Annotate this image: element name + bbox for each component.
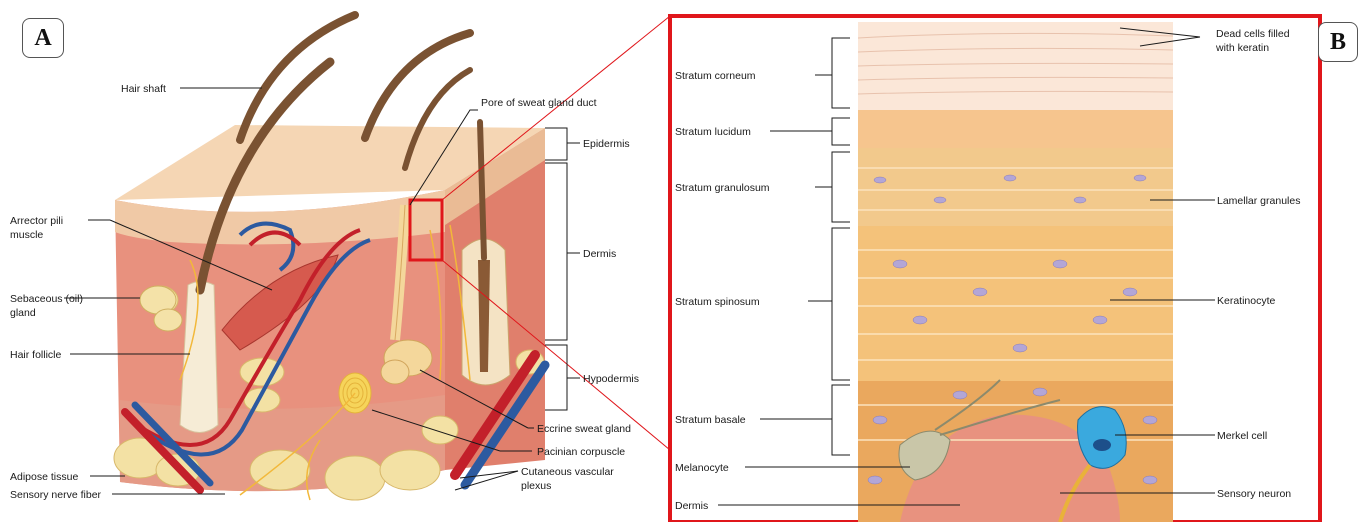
panel-a-brackets — [545, 128, 580, 410]
label-lamellar: Lamellar granules — [1217, 195, 1300, 207]
label-pacinian: Pacinian corpuscle — [537, 446, 625, 458]
label-corneum: Stratum corneum — [675, 70, 756, 82]
layer-granulosum — [858, 148, 1173, 226]
layer-lucidum — [858, 110, 1173, 148]
label-hair-shaft: Hair shaft — [121, 83, 166, 95]
panel-b-badge: B — [1318, 22, 1358, 62]
label-dermis-a: Dermis — [583, 248, 616, 260]
label-arrector-line1: Arrector pili — [10, 215, 63, 227]
label-pore: Pore of sweat gland duct — [481, 97, 597, 109]
label-sebaceous-line1: Sebaceous (oil) — [10, 293, 83, 305]
label-cutaneous-line2: plexus — [521, 480, 551, 492]
label-dead-cells-line1: Dead cells filled — [1216, 28, 1290, 40]
label-hypodermis: Hypodermis — [583, 373, 639, 385]
label-lucidum: Stratum lucidum — [675, 126, 751, 138]
label-spinosum: Stratum spinosum — [675, 296, 760, 308]
label-dead-cells-line2: with keratin — [1215, 42, 1269, 54]
label-sebaceous-line2: gland — [10, 307, 36, 319]
label-melanocyte: Melanocyte — [675, 462, 729, 474]
label-hair-follicle: Hair follicle — [10, 349, 62, 361]
label-dermis-b: Dermis — [675, 500, 708, 512]
label-adipose: Adipose tissue — [10, 471, 78, 483]
label-epidermis: Epidermis — [583, 138, 630, 150]
label-sensory-nerve: Sensory nerve fiber — [10, 489, 102, 501]
epidermis-layers-illustration — [858, 22, 1173, 522]
label-keratinocyte: Keratinocyte — [1217, 295, 1276, 307]
skin-block-illustration — [114, 15, 545, 500]
panel-a-badge: A — [22, 18, 64, 58]
label-granulosum: Stratum granulosum — [675, 182, 770, 194]
label-arrector-line2: muscle — [10, 229, 43, 241]
label-basale: Stratum basale — [675, 414, 746, 426]
label-merkel: Merkel cell — [1217, 430, 1267, 442]
label-eccrine: Eccrine sweat gland — [537, 423, 631, 435]
layer-corneum — [858, 22, 1173, 110]
label-sensory-neuron: Sensory neuron — [1217, 488, 1291, 500]
label-cutaneous-line1: Cutaneous vascular — [521, 466, 614, 478]
hair-root-right — [478, 260, 490, 372]
